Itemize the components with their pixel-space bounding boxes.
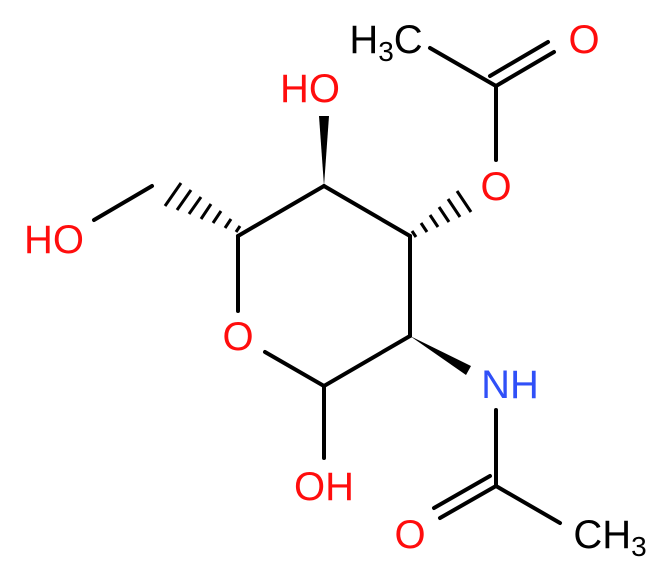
bond-ester-c-o-double-2	[488, 40, 550, 78]
nh-label: NH	[481, 363, 539, 407]
ester-oxygen-label: O	[480, 165, 511, 209]
bond-amide-c-ch3	[494, 484, 562, 525]
c4-ho-label: HO	[280, 67, 340, 111]
ch2-ho-label: HO	[24, 218, 84, 262]
wedge-bond-c4-oh	[319, 116, 329, 186]
bond-c4-c3	[322, 184, 412, 238]
bond-amide-c-o-double-1	[438, 484, 498, 520]
amide-oxygen-label: O	[394, 513, 425, 557]
bond-c5-c4	[236, 184, 326, 238]
bond-carbonyl-c-ch3	[428, 46, 498, 88]
bond-amide-c-o-double-2	[432, 474, 492, 510]
acetyl-methyl-label: H3C	[349, 18, 422, 67]
hash-bond-c3-oester	[410, 190, 473, 238]
hash-bond-c5-ch2	[163, 182, 242, 233]
bond-c2-c1	[322, 334, 412, 388]
wedge-bond-c2-nh	[410, 336, 471, 375]
ester-carbonyl-oxygen-label: O	[568, 18, 599, 62]
anomeric-oh-label: OH	[294, 465, 354, 509]
bond-ch2-oh	[92, 184, 154, 222]
bond-ester-c-o-double-1	[494, 50, 556, 88]
bond-c1-ring-o	[263, 350, 326, 388]
ring-oxygen-label: O	[222, 315, 253, 359]
amide-methyl-label: CH3	[573, 513, 646, 562]
